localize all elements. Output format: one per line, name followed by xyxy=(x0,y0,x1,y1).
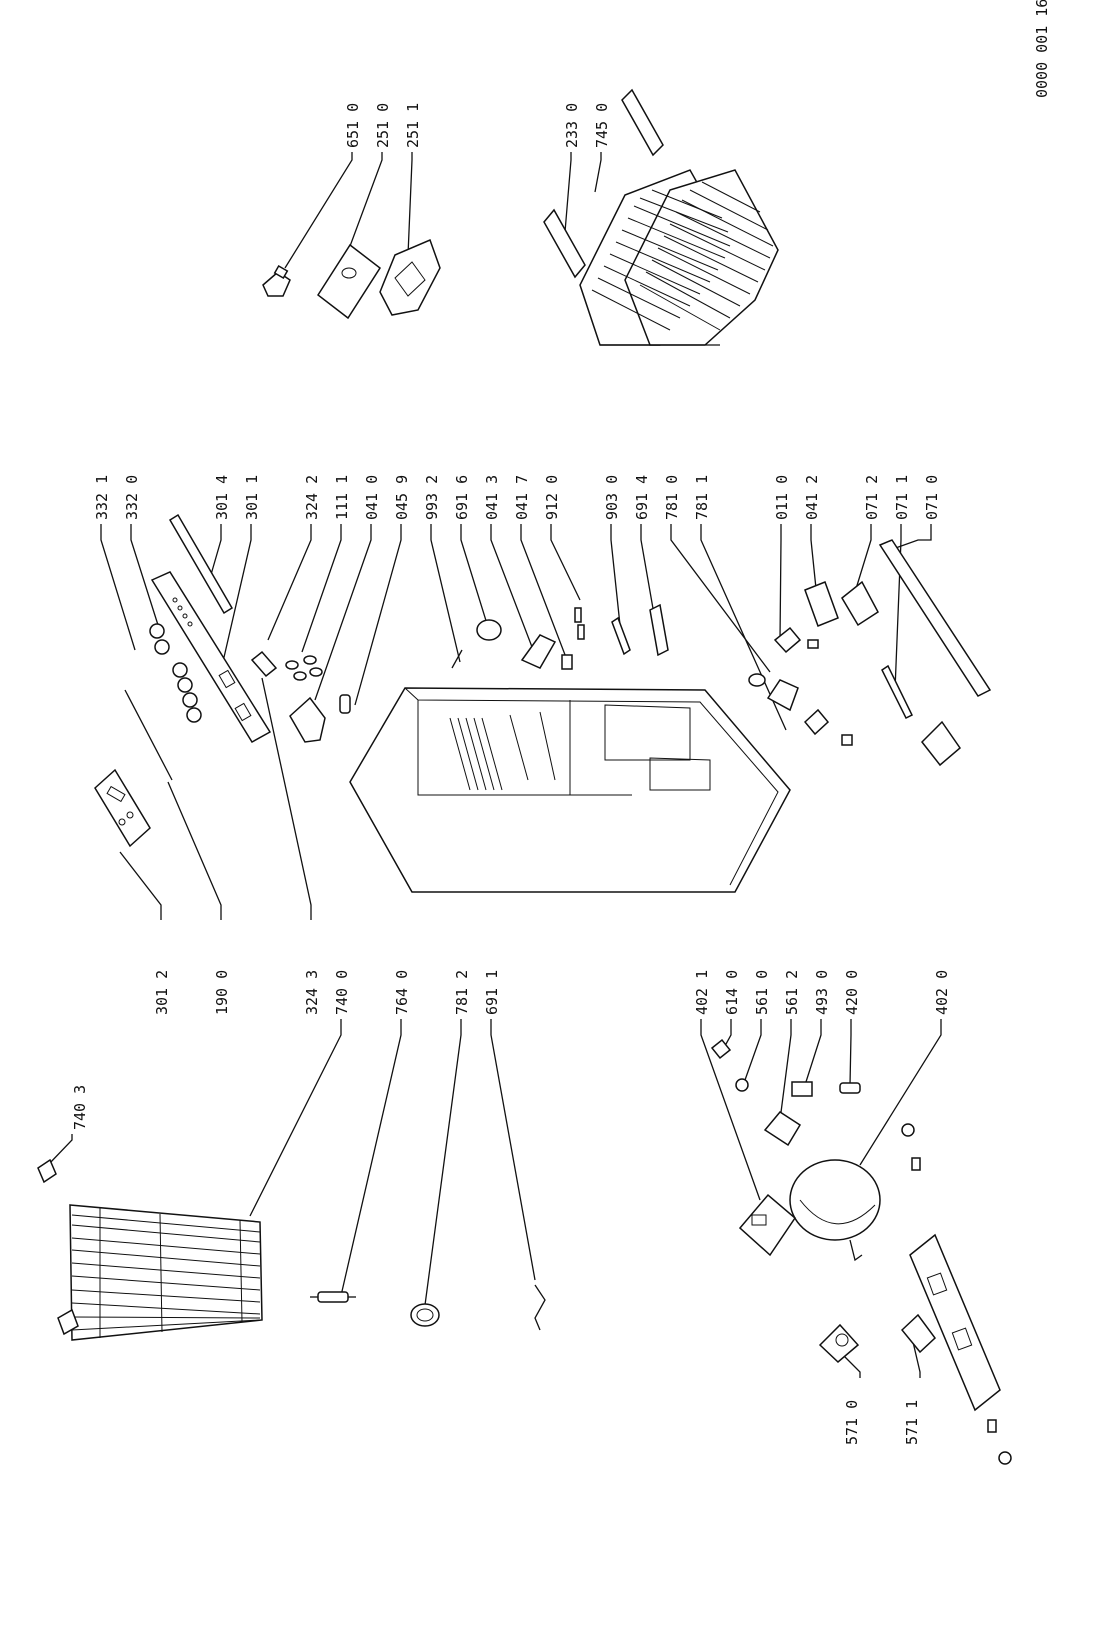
label-614-0: 614 0 xyxy=(723,970,741,1015)
relay-cap-part xyxy=(735,1078,749,1092)
label-571-1: 571 1 xyxy=(903,1400,921,1445)
clamp-part xyxy=(410,1303,440,1327)
divider-strip-part xyxy=(611,616,631,656)
label-071-2: 071 2 xyxy=(863,475,881,520)
starter-cover-part xyxy=(900,1313,937,1354)
base-plate-part xyxy=(901,1123,1012,1465)
label-781-1: 781 1 xyxy=(693,475,711,520)
cover-plate-hole xyxy=(341,267,357,279)
label-251-0: 251 0 xyxy=(374,103,392,148)
label-233-0: 233 0 xyxy=(563,103,581,148)
label-691-1: 691 1 xyxy=(483,970,501,1015)
starter-part xyxy=(818,1323,860,1364)
label-301-1: 301 1 xyxy=(243,475,261,520)
relay-box-part xyxy=(738,1193,796,1257)
wheel-part xyxy=(748,673,766,687)
plinth-part xyxy=(878,539,992,697)
hinge-cover-part xyxy=(561,654,573,670)
label-190-0: 190 0 xyxy=(213,970,231,1015)
leader-lines xyxy=(47,152,942,1378)
wire-shelves-part xyxy=(579,169,779,346)
cover-plate-part xyxy=(316,243,382,320)
grommet-part xyxy=(710,1038,732,1060)
label-301-4: 301 4 xyxy=(213,475,231,520)
label-740-0: 740 0 xyxy=(333,970,351,1015)
lamp-housing-part xyxy=(379,238,441,316)
overload-part xyxy=(791,1081,813,1097)
label-993-2: 993 2 xyxy=(423,475,441,520)
label-420-0: 420 0 xyxy=(843,970,861,1015)
small-feet-part xyxy=(285,655,323,681)
thermostat-panel-part xyxy=(94,768,151,848)
label-041-3: 041 3 xyxy=(483,475,501,520)
label-781-2: 781 2 xyxy=(453,970,471,1015)
label-071-0: 071 0 xyxy=(923,475,941,520)
label-324-3: 324 3 xyxy=(303,970,321,1015)
label-041-0: 041 0 xyxy=(363,475,381,520)
label-041-2: 041 2 xyxy=(803,475,821,520)
condenser-clips-part xyxy=(37,1158,79,1336)
top-bracket-part xyxy=(804,581,839,627)
rod-part xyxy=(124,689,173,781)
kickplate-strip-part xyxy=(881,664,914,720)
lamp-part xyxy=(262,265,291,297)
label-691-4: 691 4 xyxy=(633,475,651,520)
bracket-part xyxy=(289,696,326,743)
label-740-3: 740 3 xyxy=(71,1085,89,1130)
label-111-1: 111 1 xyxy=(333,475,351,520)
label-561-0: 561 0 xyxy=(753,970,771,1015)
foot-part xyxy=(921,720,962,767)
label-691-6: 691 6 xyxy=(453,475,471,520)
compressor-part xyxy=(789,1159,881,1262)
label-071-1: 071 1 xyxy=(893,475,911,520)
label-912-0: 912 0 xyxy=(543,475,561,520)
label-651-0: 651 0 xyxy=(344,103,362,148)
rail-part-right xyxy=(621,88,664,157)
label-011-0: 011 0 xyxy=(773,475,791,520)
strip-part xyxy=(168,513,234,615)
cylinder-part xyxy=(339,694,351,714)
knobs-part xyxy=(149,623,202,723)
label-764-0: 764 0 xyxy=(393,970,411,1015)
disc-part xyxy=(476,619,502,641)
label-251-1: 251 1 xyxy=(404,103,422,148)
door-hinge-part xyxy=(773,626,853,746)
control-panel-part xyxy=(150,571,272,744)
rail-part-left xyxy=(543,208,586,279)
drain-tube-part xyxy=(534,1284,546,1331)
small-plate-part xyxy=(250,650,278,678)
label-301-2: 301 2 xyxy=(153,970,171,1015)
condenser-part xyxy=(69,1204,263,1341)
base-cover-part xyxy=(841,580,879,627)
label-903-0: 903 0 xyxy=(603,475,621,520)
screws-part xyxy=(574,607,585,640)
label-324-2: 324 2 xyxy=(303,475,321,520)
grille-part xyxy=(766,679,799,712)
label-045-9: 045 9 xyxy=(393,475,411,520)
label-332-0: 332 0 xyxy=(123,475,141,520)
label-781-0: 781 0 xyxy=(663,475,681,520)
label-571-0: 571 0 xyxy=(843,1400,861,1445)
cabinet-part xyxy=(349,687,791,893)
label-561-2: 561 2 xyxy=(783,970,801,1015)
label-493-0: 493 0 xyxy=(813,970,831,1015)
label-041-7: 041 7 xyxy=(513,475,531,520)
probe-part xyxy=(451,649,463,669)
label-402-0: 402 0 xyxy=(933,970,951,1015)
seal-part xyxy=(649,603,669,657)
hinge-part xyxy=(520,634,557,669)
document-code: 0000 001 16376 xyxy=(1033,0,1051,98)
relay-part xyxy=(763,1111,802,1147)
label-402-1: 402 1 xyxy=(693,970,711,1015)
part-labels: 0000 001 16376 651 0 251 0 251 1 233 0 7… xyxy=(71,0,1051,1445)
label-745-0: 745 0 xyxy=(593,103,611,148)
label-332-1: 332 1 xyxy=(93,475,111,520)
filter-drier-part xyxy=(310,1291,356,1303)
capacitor-part xyxy=(839,1082,861,1094)
